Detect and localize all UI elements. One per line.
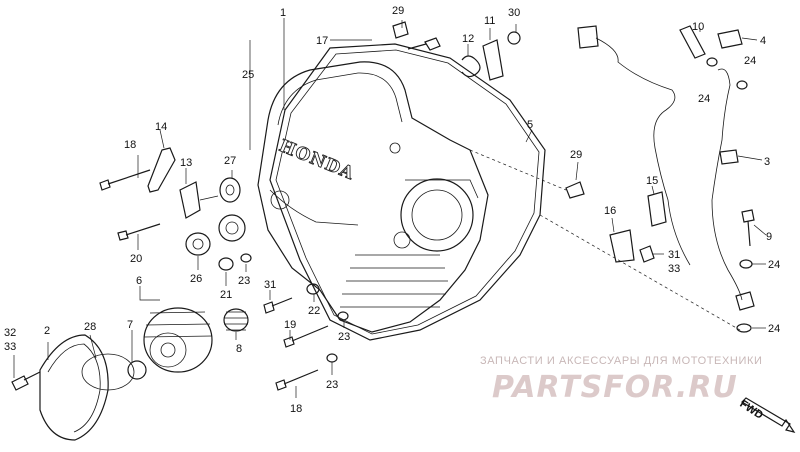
callout-24-c: 24 <box>768 259 780 271</box>
arm-11 <box>482 39 504 81</box>
cover-gasket <box>269 43 546 341</box>
callout-11: 11 <box>484 15 495 27</box>
bolt-18-upper <box>99 169 151 191</box>
callout-24-b: 24 <box>698 93 710 105</box>
callout-18-upper: 18 <box>124 139 136 151</box>
dowel-pin-29-mid <box>565 181 585 199</box>
cover-brand-text: HONDA <box>276 136 357 184</box>
washer-22 <box>306 283 320 295</box>
oil-filter <box>143 307 213 373</box>
callout-5: 5 <box>527 119 533 131</box>
sensor-wire <box>711 68 743 301</box>
callout-18-lower: 18 <box>290 403 302 415</box>
bolt-31 <box>263 297 293 314</box>
callout-22: 22 <box>308 305 320 317</box>
switch-wire <box>595 37 691 266</box>
watermark-tagline: ЗАПЧАСТИ И АКСЕССУАРЫ ДЛЯ МОТОТЕХНИКИ <box>480 355 763 367</box>
connector-plug <box>577 25 599 49</box>
pin-13 <box>199 195 219 201</box>
callout-21: 21 <box>220 289 232 301</box>
callout-26: 26 <box>190 273 202 285</box>
callout-2: 2 <box>44 325 50 337</box>
bracket-13 <box>179 181 201 219</box>
callout-31-right: 31 <box>668 249 680 261</box>
filter-spring <box>127 360 147 380</box>
crankcase-cover <box>257 61 489 333</box>
watermark-logo: PARTSFOR.RU <box>492 370 738 405</box>
filter-cover <box>39 334 109 441</box>
fwd-arrow <box>741 397 796 433</box>
callout-4: 4 <box>760 35 766 47</box>
filter-oring <box>81 353 135 391</box>
bolt-17 <box>407 37 441 51</box>
needle-bearing <box>218 214 246 242</box>
callout-25: 25 <box>242 69 254 81</box>
terminal <box>735 291 755 311</box>
neutral-switch-15 <box>647 191 667 227</box>
spring-12 <box>461 55 481 78</box>
dowel-pin-29-top <box>392 21 409 39</box>
callout-30: 30 <box>508 7 520 19</box>
washer-21 <box>218 257 234 271</box>
callout-16: 16 <box>604 205 616 217</box>
washer-24-top <box>706 57 718 67</box>
washer-23-a <box>240 253 252 263</box>
callout-9: 9 <box>766 231 772 243</box>
washer-24-b <box>736 80 748 90</box>
lever-14 <box>147 147 176 193</box>
sensor-10 <box>679 25 706 59</box>
callout-23-c: 23 <box>326 379 338 391</box>
washer-24-d <box>736 323 752 333</box>
bolt-20 <box>117 223 161 241</box>
callout-17: 17 <box>316 35 328 47</box>
plate-16 <box>609 229 635 263</box>
filter-port <box>400 178 474 252</box>
callout-6: 6 <box>136 275 142 287</box>
callout-8: 8 <box>236 343 242 355</box>
callout-3: 3 <box>764 156 770 168</box>
callout-7: 7 <box>127 319 133 331</box>
callout-33-right: 33 <box>668 263 680 275</box>
callout-20: 20 <box>130 253 142 265</box>
spring-8 <box>223 308 249 332</box>
callout-15: 15 <box>646 175 658 187</box>
washer-24-c <box>739 259 753 269</box>
callout-31-left: 31 <box>264 279 276 291</box>
bolt-9 <box>741 209 755 247</box>
oil-seal-26 <box>185 232 211 256</box>
clip-3 <box>719 149 739 165</box>
callout-27: 27 <box>224 155 236 167</box>
filter-cover-bolt <box>11 371 41 391</box>
callout-24-a: 24 <box>744 55 756 67</box>
callout-14: 14 <box>155 121 167 133</box>
callout-28: 28 <box>84 321 96 333</box>
washer-23-b <box>337 311 349 321</box>
callout-24-d: 24 <box>768 323 780 335</box>
washer-23-c <box>326 353 338 363</box>
callout-29-top: 29 <box>392 5 404 17</box>
callout-32: 32 <box>4 327 16 339</box>
callout-10: 10 <box>692 21 704 33</box>
callout-1: 1 <box>280 7 286 19</box>
callout-29-mid: 29 <box>570 149 582 161</box>
callout-12: 12 <box>462 33 474 45</box>
callout-13: 13 <box>180 157 192 169</box>
bolt-18-lower <box>275 369 319 391</box>
bearing-27 <box>219 177 241 203</box>
callout-33-left: 33 <box>4 341 16 353</box>
callout-23-b: 23 <box>338 331 350 343</box>
bolt-19 <box>283 325 329 348</box>
callout-23-a: 23 <box>238 275 250 287</box>
bolt-31-right <box>639 245 655 263</box>
seal-30 <box>507 31 521 45</box>
callout-19: 19 <box>284 319 296 331</box>
clamp-4 <box>717 29 743 49</box>
